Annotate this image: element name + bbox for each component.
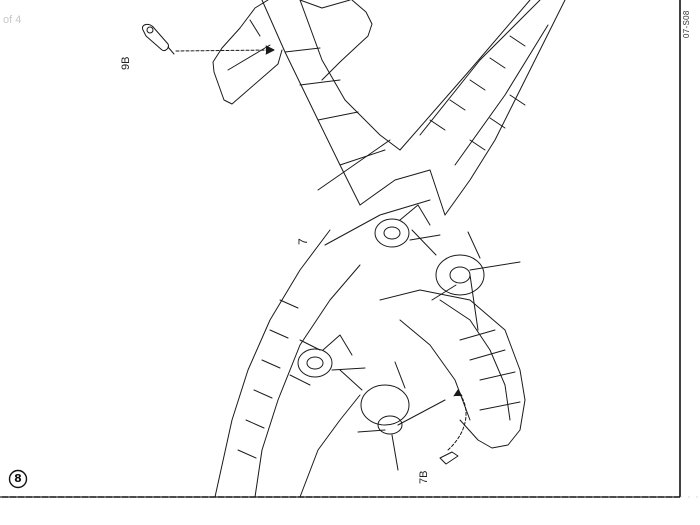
part-label-9b: 9B xyxy=(120,56,132,70)
part-label-7b: 7B xyxy=(418,470,430,484)
page-number-badge: 8 xyxy=(6,469,30,489)
part-label-7: 7 xyxy=(296,238,310,245)
page-indicator: of 4 xyxy=(3,14,22,26)
sheet-code: 07-S08 xyxy=(682,10,691,38)
page-number: 8 xyxy=(14,472,22,485)
page-number-circle-icon xyxy=(8,469,28,489)
